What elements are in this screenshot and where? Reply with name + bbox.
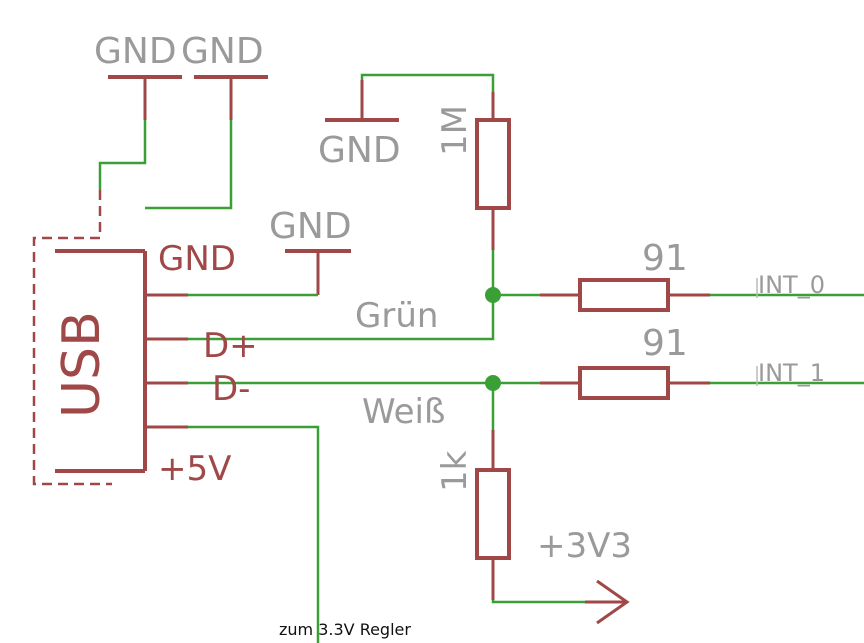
gnd-label-1: GND [94, 31, 177, 72]
resistor-1m-value: 1M [435, 105, 475, 156]
resistor-1k: 1k [435, 430, 511, 600]
gnd-label-3: GND [318, 130, 401, 171]
resistor-91-int0-value: 91 [642, 238, 688, 279]
resistor-1m: 1M [435, 92, 511, 250]
resistor-91-int1-value: 91 [642, 323, 688, 364]
wires [98, 73, 864, 643]
gnd-symbol-4: GND [269, 206, 352, 295]
net-label-int1: INT_1 [758, 359, 825, 387]
usb-pin-gnd: GND [158, 239, 236, 279]
usb-pin-dplus: D+ [203, 326, 258, 366]
gnd-symbol-1: GND [94, 31, 182, 120]
junction-weiss [485, 375, 501, 391]
junction-gruen [485, 287, 501, 303]
net-label-gruen: Grün [355, 296, 438, 336]
resistor-91-int1: 91 [540, 323, 710, 400]
net-label-weiss: Weiß [362, 392, 445, 432]
usb-pin-dminus: D- [212, 369, 250, 409]
gnd-symbol-3: GND [318, 80, 401, 171]
usb-label: USB [52, 311, 112, 418]
usb-pin-5v: +5V [158, 449, 231, 489]
resistor-1k-value: 1k [435, 450, 475, 492]
resistor-91-int0: 91 [540, 238, 710, 312]
supply-3v3-label: +3V3 [537, 526, 632, 566]
gnd-label-2: GND [181, 31, 264, 72]
gnd-label-4: GND [269, 206, 352, 247]
supply-3v3-symbol: +3V3 [537, 526, 632, 625]
gnd-symbol-2: GND [181, 31, 268, 120]
net-label-regler: zum 3.3V Regler [279, 620, 411, 639]
net-label-int0: INT_0 [758, 271, 825, 299]
usb-connector: USB GND D+ D- +5V [32, 190, 258, 489]
